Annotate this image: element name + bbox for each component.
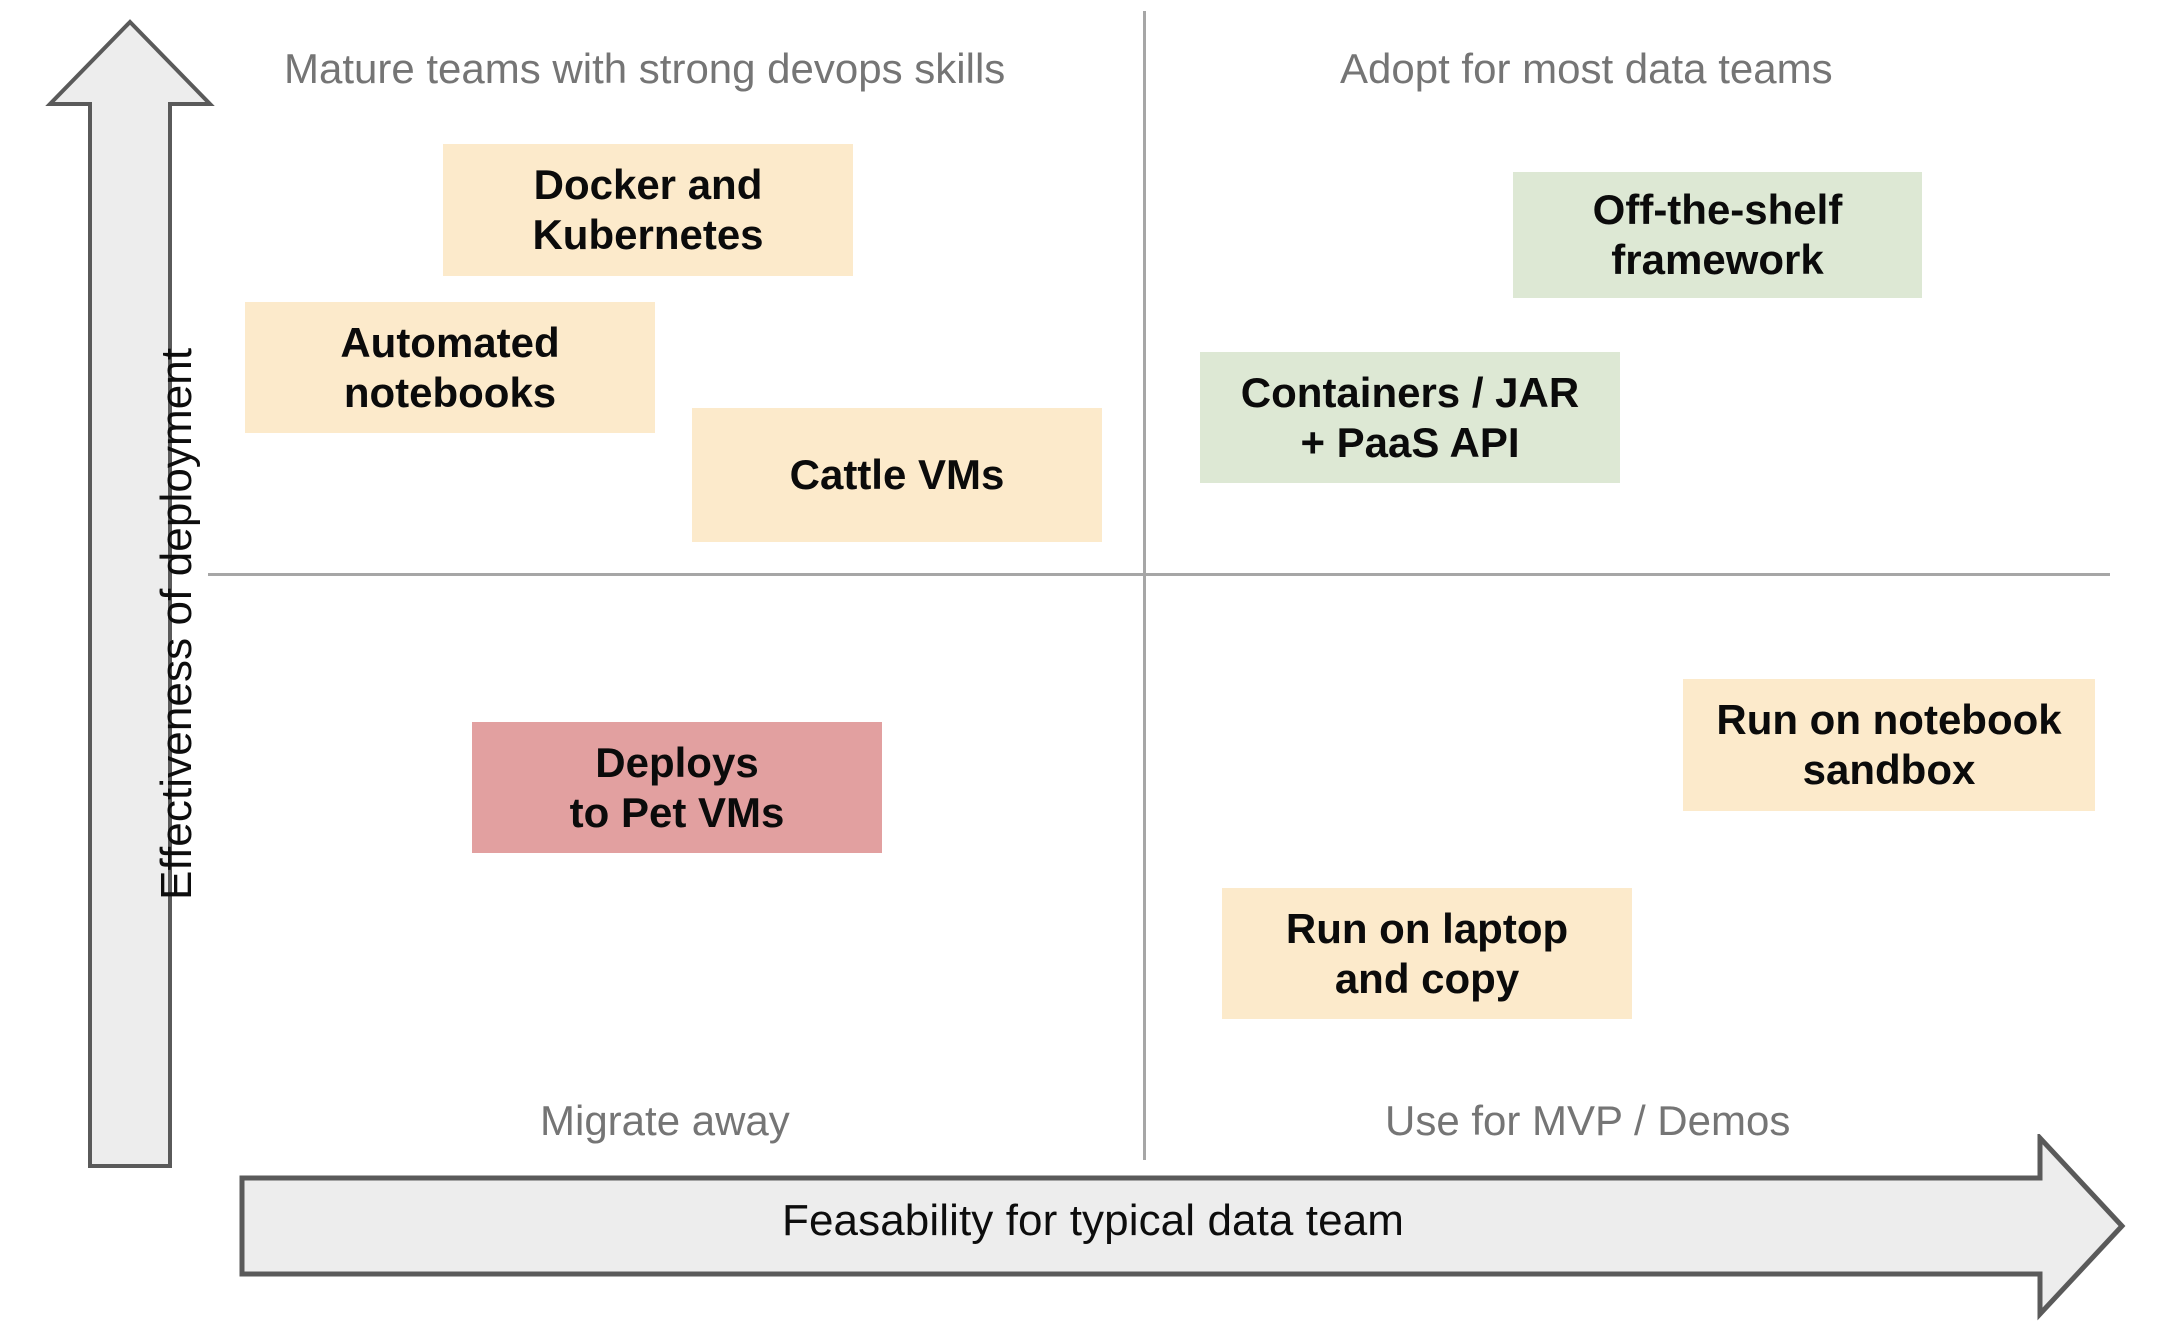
item-box-line: sandbox [1802,746,1976,793]
item-box-line: and copy [1334,954,1520,1002]
item-box-line: Deploys [595,738,759,786]
quadrant-divider-horizontal [208,573,2110,576]
item-box-label: Cattle VMs [790,450,1005,500]
right-arrow-icon [238,1134,2130,1322]
item-box-label: Containers / JAR+ PaaS API [1241,368,1579,467]
quadrant-caption-top-left: Mature teams with strong devops skills [284,45,1006,92]
item-box-line: framework [1611,236,1824,283]
item-box-cattle-vms[interactable]: Cattle VMs [692,408,1102,542]
quadrant-caption-bottom-right: Use for MVP / Demos [1385,1097,1791,1144]
item-box-line: Kubernetes [532,211,764,258]
up-arrow-icon [44,14,216,1174]
item-box-containers-jar-paas-api[interactable]: Containers / JAR+ PaaS API [1200,352,1620,483]
item-box-line: Docker and [533,161,763,209]
item-box-line: Run on laptop [1285,904,1569,952]
item-box-line: + PaaS API [1300,418,1520,466]
quadrant-divider-vertical [1143,11,1146,1160]
item-box-line: Cattle VMs [789,451,1005,499]
quadrant-caption-top-right: Adopt for most data teams [1340,45,1833,92]
item-box-line: Containers / JAR [1240,368,1580,416]
x-axis-label: Feasability for typical data team [782,1196,1405,1245]
item-box-line: Automated [340,318,560,366]
y-axis-label: Effectiveness of deployment [152,347,201,900]
item-box-line: notebooks [343,368,557,416]
quadrant-caption-bottom-left: Migrate away [540,1097,790,1144]
item-box-line: Run on notebook [1716,696,2062,744]
item-box-line: Off-the-shelf [1592,186,1843,234]
item-box-line: to Pet VMs [569,788,785,836]
